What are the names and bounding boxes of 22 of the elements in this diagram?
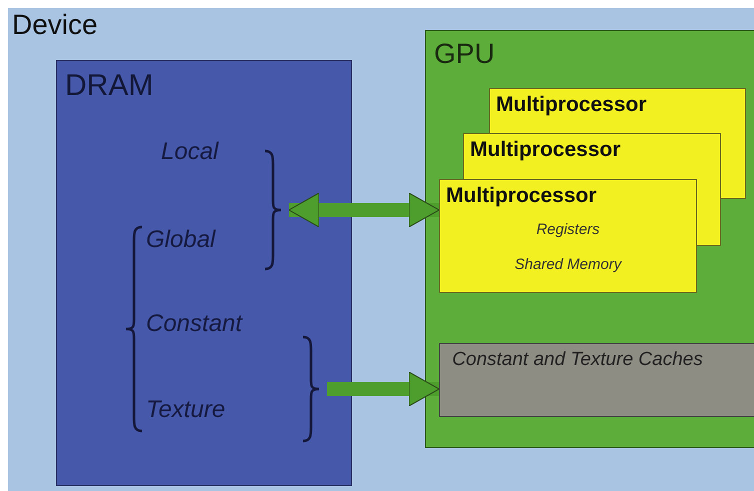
multiprocessor-card <box>463 133 721 179</box>
cache-box <box>439 343 754 417</box>
panel-title: GPU <box>434 39 495 70</box>
card-title: Registers <box>535 222 601 238</box>
memory-panel <box>56 60 352 486</box>
memory-space-label: Local <box>161 138 218 165</box>
processor-panel <box>425 30 754 448</box>
card-title: Multiprocessor <box>496 93 647 116</box>
card-title: Multiprocessor <box>470 138 621 162</box>
memory-space-label: Global <box>146 226 216 253</box>
cache-label: Constant and Texture Caches <box>451 350 704 371</box>
panel-title: DRAM <box>65 69 154 102</box>
multiprocessor-card <box>489 88 746 133</box>
arrow <box>327 372 440 406</box>
memory-space-label: Constant <box>146 310 242 337</box>
arrow <box>288 192 440 228</box>
device-panel <box>8 8 754 491</box>
panel-title: Device <box>12 10 98 41</box>
multiprocessor-card <box>439 179 697 293</box>
card-title: Shared Memory <box>514 257 623 274</box>
memory-space-label: Texture <box>146 396 226 423</box>
card-title: Multiprocessor <box>446 184 597 208</box>
